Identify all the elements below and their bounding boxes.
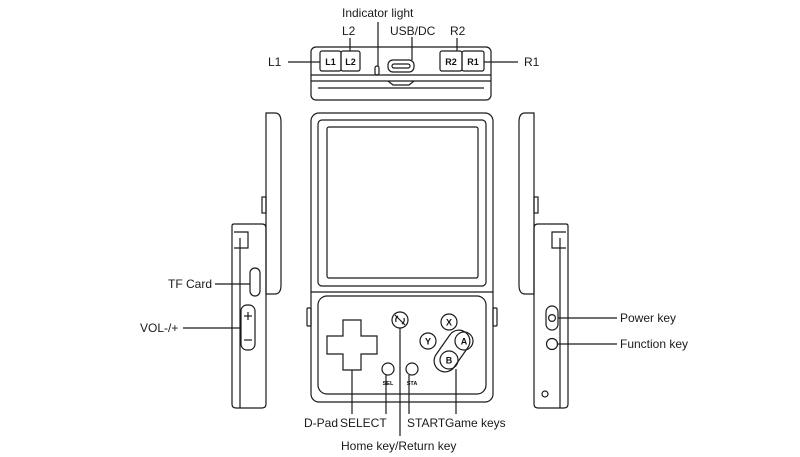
front-view [306, 112, 498, 403]
start-button-label: STA [407, 381, 418, 387]
volume-rocker [240, 304, 256, 351]
y-button [419, 332, 437, 350]
callout-r1: R1 [524, 55, 540, 69]
callout-function-key: Function key [620, 337, 689, 351]
x-button [440, 313, 458, 331]
screen-bezel [317, 119, 487, 287]
x-button-label: X [446, 318, 452, 328]
callout-start: START [407, 416, 446, 430]
right-view-screen-half [518, 112, 535, 295]
callout-tf-card: TF Card [168, 277, 213, 291]
l2-button-label: L2 [345, 57, 356, 67]
usb-dc-port [387, 59, 415, 73]
function-key [545, 337, 559, 351]
b-button-label: B [446, 356, 453, 366]
callout-home-key: Home key/Return key [341, 439, 457, 453]
leader-lines [183, 22, 617, 436]
right-view-lower-half [533, 223, 569, 409]
callout-l2: L2 [342, 24, 356, 38]
callout-usb-dc: USB/DC [390, 24, 436, 38]
r2-button-label: R2 [445, 57, 457, 67]
right-side-view [518, 112, 569, 409]
callout-r2: R2 [450, 24, 466, 38]
select-button [381, 362, 395, 376]
indicator-light [374, 65, 380, 76]
callout-select: SELECT [340, 416, 387, 430]
d-pad [326, 319, 378, 371]
callout-l1: L1 [268, 55, 282, 69]
left-view-lower-half [231, 223, 267, 409]
b-button [439, 350, 459, 370]
a-button-label: A [461, 337, 468, 347]
l1-button-label: L1 [325, 57, 336, 67]
left-side-view [231, 112, 282, 409]
callout-vol: VOL-/+ [140, 321, 179, 335]
power-icon [547, 314, 556, 323]
callout-game-keys: Game keys [445, 416, 506, 430]
r1-button-label: R1 [467, 57, 479, 67]
start-button [405, 362, 419, 376]
front-view-body [310, 112, 494, 403]
callout-dpad: D-Pad [304, 416, 339, 430]
callout-indicator-light: Indicator light [342, 6, 414, 20]
a-button [454, 331, 474, 351]
power-key [545, 305, 559, 331]
r1-button [461, 50, 485, 72]
top-view [310, 46, 492, 101]
select-button-label: SEL [383, 381, 394, 387]
control-panel [317, 295, 487, 395]
screen [326, 126, 479, 279]
y-button-label: Y [425, 337, 431, 347]
top-view-body [310, 46, 492, 101]
left-view-screen-half [265, 112, 282, 295]
callout-power-key: Power key [620, 311, 677, 325]
tf-card-slot [249, 267, 261, 297]
button-glyphs: L1 L2 R2 R1 X Y A B SEL STA [325, 57, 479, 387]
